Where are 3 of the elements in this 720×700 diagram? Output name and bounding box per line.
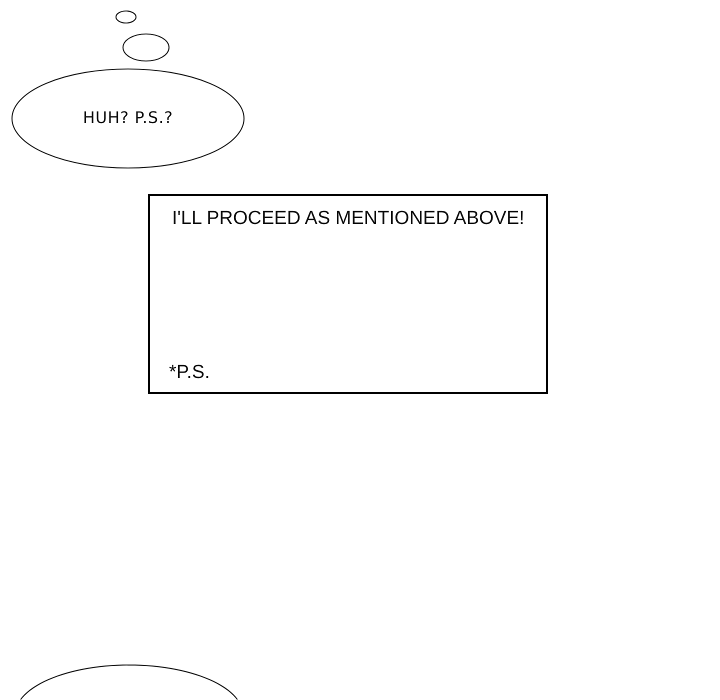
footnote-text: *P.S.: [169, 362, 210, 384]
caption-text: I'LL PROCEED AS MENTIONED ABOVE!: [172, 208, 524, 230]
dialogue-text: HUH? P.S.?: [82, 108, 174, 127]
